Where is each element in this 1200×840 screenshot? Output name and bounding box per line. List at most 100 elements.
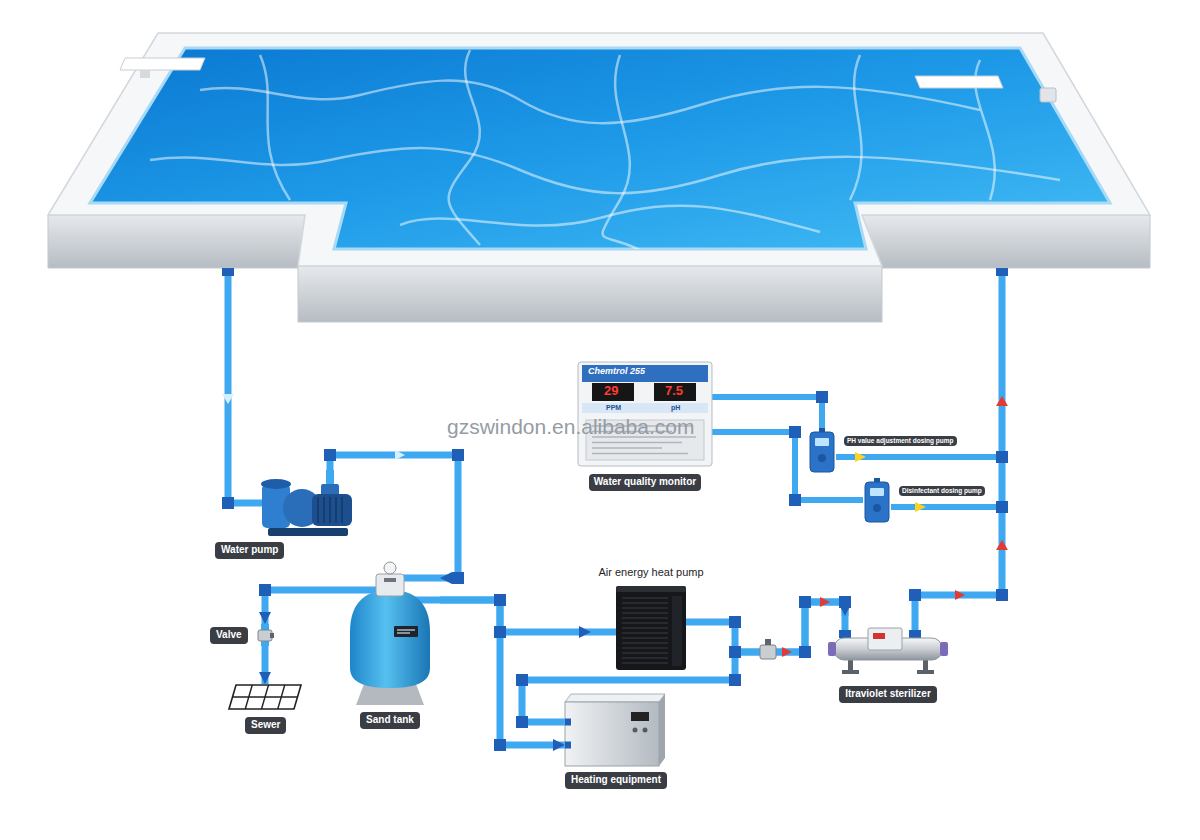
side-panel xyxy=(672,596,682,666)
heater-display xyxy=(631,712,649,721)
watermark: gzswindon.en.alibaba.com xyxy=(447,415,695,439)
device-label: Valve xyxy=(210,627,248,644)
heater-body xyxy=(565,702,659,766)
pipe-elbow xyxy=(494,594,506,606)
case-top xyxy=(616,586,686,592)
pipe-stub xyxy=(686,619,711,626)
uv-sterilizer-drawing xyxy=(828,616,948,674)
heater-side xyxy=(659,694,665,766)
valve-body xyxy=(258,630,272,641)
grate-bar xyxy=(233,696,298,697)
pipe-fitting xyxy=(565,742,571,749)
pipe-elbow xyxy=(789,426,801,438)
heat-pump-picture xyxy=(591,566,711,670)
device-label: Sand tank xyxy=(360,712,420,729)
pipe-stub xyxy=(591,629,616,636)
pipe-elbow xyxy=(452,572,464,584)
pipe-fitting xyxy=(839,630,851,638)
pipe-connector xyxy=(712,432,863,500)
device-label: Water quality monitor xyxy=(589,474,701,491)
doser-body xyxy=(865,482,889,522)
pipe-connector xyxy=(265,590,340,624)
valve-handle xyxy=(765,639,771,645)
drain-valve-drawing xyxy=(258,624,274,646)
uv-foot xyxy=(917,670,934,674)
water-pump-drawing xyxy=(261,470,352,536)
device-label: Water pump xyxy=(215,542,284,559)
pipe-elbow xyxy=(799,596,811,608)
suction-pipe xyxy=(228,268,262,503)
doser-screen xyxy=(815,438,829,446)
pipe-elbow xyxy=(799,646,811,658)
dosing-arrow xyxy=(855,452,866,462)
doser-body xyxy=(810,432,834,472)
led-display xyxy=(654,383,696,401)
brand-name: Chemtrol 255 xyxy=(588,366,645,376)
caustic-line xyxy=(150,148,1060,193)
led-display xyxy=(592,383,634,401)
tank-body xyxy=(350,590,430,688)
pressure-gauge xyxy=(384,562,396,574)
sticker-print xyxy=(592,442,682,444)
motor-fin xyxy=(323,497,325,523)
dosing-pump-picture xyxy=(808,428,957,472)
caustic-line xyxy=(200,81,980,124)
flow-arrow xyxy=(955,590,965,600)
grille-line xyxy=(622,637,668,639)
doser-knob xyxy=(818,454,826,462)
sewer-grate xyxy=(229,685,301,709)
flow-arrow xyxy=(996,540,1008,550)
dosing-pipe xyxy=(891,504,1002,510)
sewer-grate-drawing xyxy=(229,685,301,709)
unit-label-holder: PPM xyxy=(606,404,621,412)
flow-arrow xyxy=(820,597,830,607)
multiport-valve xyxy=(376,574,404,596)
uv-sterilizer: Itraviolet sterilizer xyxy=(828,616,948,703)
pool-wall xyxy=(298,266,882,322)
device-label: Disinfectant dosing pump xyxy=(899,486,985,496)
pipe-elbow xyxy=(909,589,921,601)
heater-knob xyxy=(633,728,638,733)
inline-valve xyxy=(760,645,776,659)
pipe-tee xyxy=(996,451,1008,463)
pipe-connector xyxy=(440,600,591,632)
grille-line xyxy=(622,657,668,659)
pipe-elbow xyxy=(324,449,336,461)
dosing-pump: Disinfectant dosing pump xyxy=(863,478,985,522)
motor-fin xyxy=(329,497,331,523)
pipe-fitting xyxy=(565,719,571,726)
pipe-elbow xyxy=(259,584,271,596)
pipe-tee xyxy=(996,501,1008,513)
device-heading: Air energy heat pump xyxy=(597,566,704,580)
pipe-elbow xyxy=(799,596,811,608)
sand-filter-drawing xyxy=(340,562,440,705)
caustic-line xyxy=(850,55,862,200)
unit-label: PPM xyxy=(606,404,621,412)
sand-filter-picture xyxy=(340,560,440,729)
tank-plate xyxy=(394,626,418,637)
pipe-elbow xyxy=(494,739,506,751)
pipe-elbow xyxy=(494,594,506,606)
motor-fin xyxy=(335,497,337,523)
flow-arrow xyxy=(222,394,234,404)
grille-line xyxy=(622,647,668,649)
pipe-elbow xyxy=(494,626,506,638)
sand-filter: Sand tank xyxy=(340,560,440,729)
pipe-elbow xyxy=(996,589,1008,601)
pool-wall xyxy=(48,215,305,268)
device-label: PH value adjustment dosing pump xyxy=(844,436,957,446)
display-reading: 29 xyxy=(604,384,618,399)
display-reading: 7.5 xyxy=(665,384,683,399)
pipe-elbow xyxy=(839,596,851,608)
doser-screen xyxy=(870,488,884,496)
pipe-elbow xyxy=(789,494,801,506)
grille-line xyxy=(622,652,668,654)
sticker-print xyxy=(592,453,688,455)
pipe-stub xyxy=(400,575,440,582)
caustic-line xyxy=(449,50,480,245)
caustic-line xyxy=(603,55,640,250)
connector-layer xyxy=(265,397,863,745)
grille-line xyxy=(622,617,668,619)
watermark-holder: gzswindon.en.alibaba.com xyxy=(447,415,695,439)
